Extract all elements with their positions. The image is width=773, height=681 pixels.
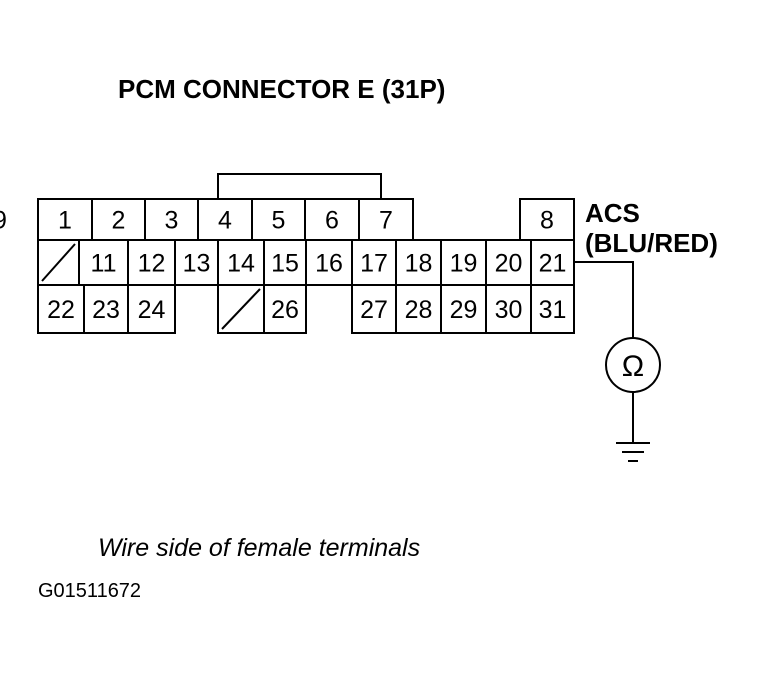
- terminal-number: 20: [495, 250, 523, 278]
- terminal-number: 31: [539, 296, 567, 324]
- terminal-number: 23: [92, 296, 120, 324]
- terminal-number: 13: [183, 250, 211, 278]
- unused-terminal-slash: [221, 288, 261, 330]
- terminal-number: 28: [405, 296, 433, 324]
- terminal-number: 3: [165, 207, 179, 235]
- terminal-number: 6: [325, 207, 339, 235]
- terminal-number: 26: [271, 296, 299, 324]
- probe-circuit: Ω: [574, 261, 661, 462]
- terminal-number: 2: [112, 207, 126, 235]
- terminal-7: 7: [358, 198, 414, 241]
- view-caption: Wire side of female terminals: [98, 534, 420, 562]
- terminal-29: 29: [440, 284, 487, 334]
- probe-lead-wire: [574, 261, 634, 338]
- connector-body: 1234567891112131415161718192021222324262…: [0, 173, 575, 334]
- terminal-12: 12: [127, 239, 176, 286]
- terminal-19: 19: [440, 239, 487, 286]
- terminal-grid: 1234567891112131415161718192021222324262…: [0, 198, 575, 334]
- terminal-number: 21: [539, 250, 567, 278]
- connector-latch: [217, 173, 382, 199]
- terminal-9: 9: [0, 207, 7, 235]
- terminal-28: 28: [395, 284, 442, 334]
- terminal-number: 8: [540, 207, 554, 235]
- terminal-number: 22: [47, 296, 75, 324]
- ohmmeter-icon: Ω: [605, 337, 661, 393]
- terminal-30: 30: [485, 284, 532, 334]
- terminal-number: 24: [138, 296, 166, 324]
- terminal-number: 16: [315, 250, 343, 278]
- terminal-number: 9: [0, 207, 7, 235]
- terminal-3: 3: [144, 198, 199, 241]
- terminal-4: 4: [197, 198, 253, 241]
- terminal-17: 17: [351, 239, 397, 286]
- terminal-number: 17: [360, 250, 388, 278]
- ohm-symbol: Ω: [622, 350, 644, 383]
- terminal-number: 1: [58, 207, 72, 235]
- terminal-14: 14: [217, 239, 265, 286]
- terminal-number: 4: [218, 207, 232, 235]
- terminal-number: 30: [495, 296, 523, 324]
- terminal-27: 27: [351, 284, 397, 334]
- terminal-15: 15: [263, 239, 307, 286]
- diagram-title: PCM CONNECTOR E (31P): [118, 74, 445, 104]
- terminal-2: 2: [91, 198, 146, 241]
- terminal-23: 23: [83, 284, 129, 334]
- terminal-11: 11: [78, 239, 129, 286]
- terminal-number: 18: [405, 250, 433, 278]
- terminal-5: 5: [251, 198, 306, 241]
- terminal-22: 22: [37, 284, 85, 334]
- terminal-31: 31: [530, 284, 575, 334]
- terminal-number: 27: [360, 296, 388, 324]
- unused-terminal-slash: [41, 243, 76, 282]
- terminal-number: 11: [91, 250, 117, 278]
- terminal-unused: [217, 284, 265, 334]
- terminal-21: 21: [530, 239, 575, 286]
- terminal-number: 14: [227, 250, 255, 278]
- terminal-number: 12: [138, 250, 166, 278]
- terminal-number: 15: [271, 250, 299, 278]
- terminal-number: 29: [450, 296, 478, 324]
- terminal-13: 13: [174, 239, 219, 286]
- wire-name-label: ACS: [585, 198, 640, 228]
- figure-code: G01511672: [38, 580, 141, 602]
- terminal-18: 18: [395, 239, 442, 286]
- terminal-number: 5: [272, 207, 286, 235]
- ground-icon: [616, 442, 650, 462]
- terminal-26: 26: [263, 284, 307, 334]
- terminal-number: 19: [450, 250, 478, 278]
- terminal-16: 16: [305, 239, 353, 286]
- wire-color-label: (BLU/RED): [585, 228, 718, 258]
- terminal-24: 24: [127, 284, 176, 334]
- terminal-unused: [37, 239, 80, 286]
- terminal-6: 6: [304, 198, 360, 241]
- terminal-1: 1: [37, 198, 93, 241]
- terminal-number: 7: [379, 207, 393, 235]
- terminal-8: 8: [519, 198, 575, 241]
- terminal-20: 20: [485, 239, 532, 286]
